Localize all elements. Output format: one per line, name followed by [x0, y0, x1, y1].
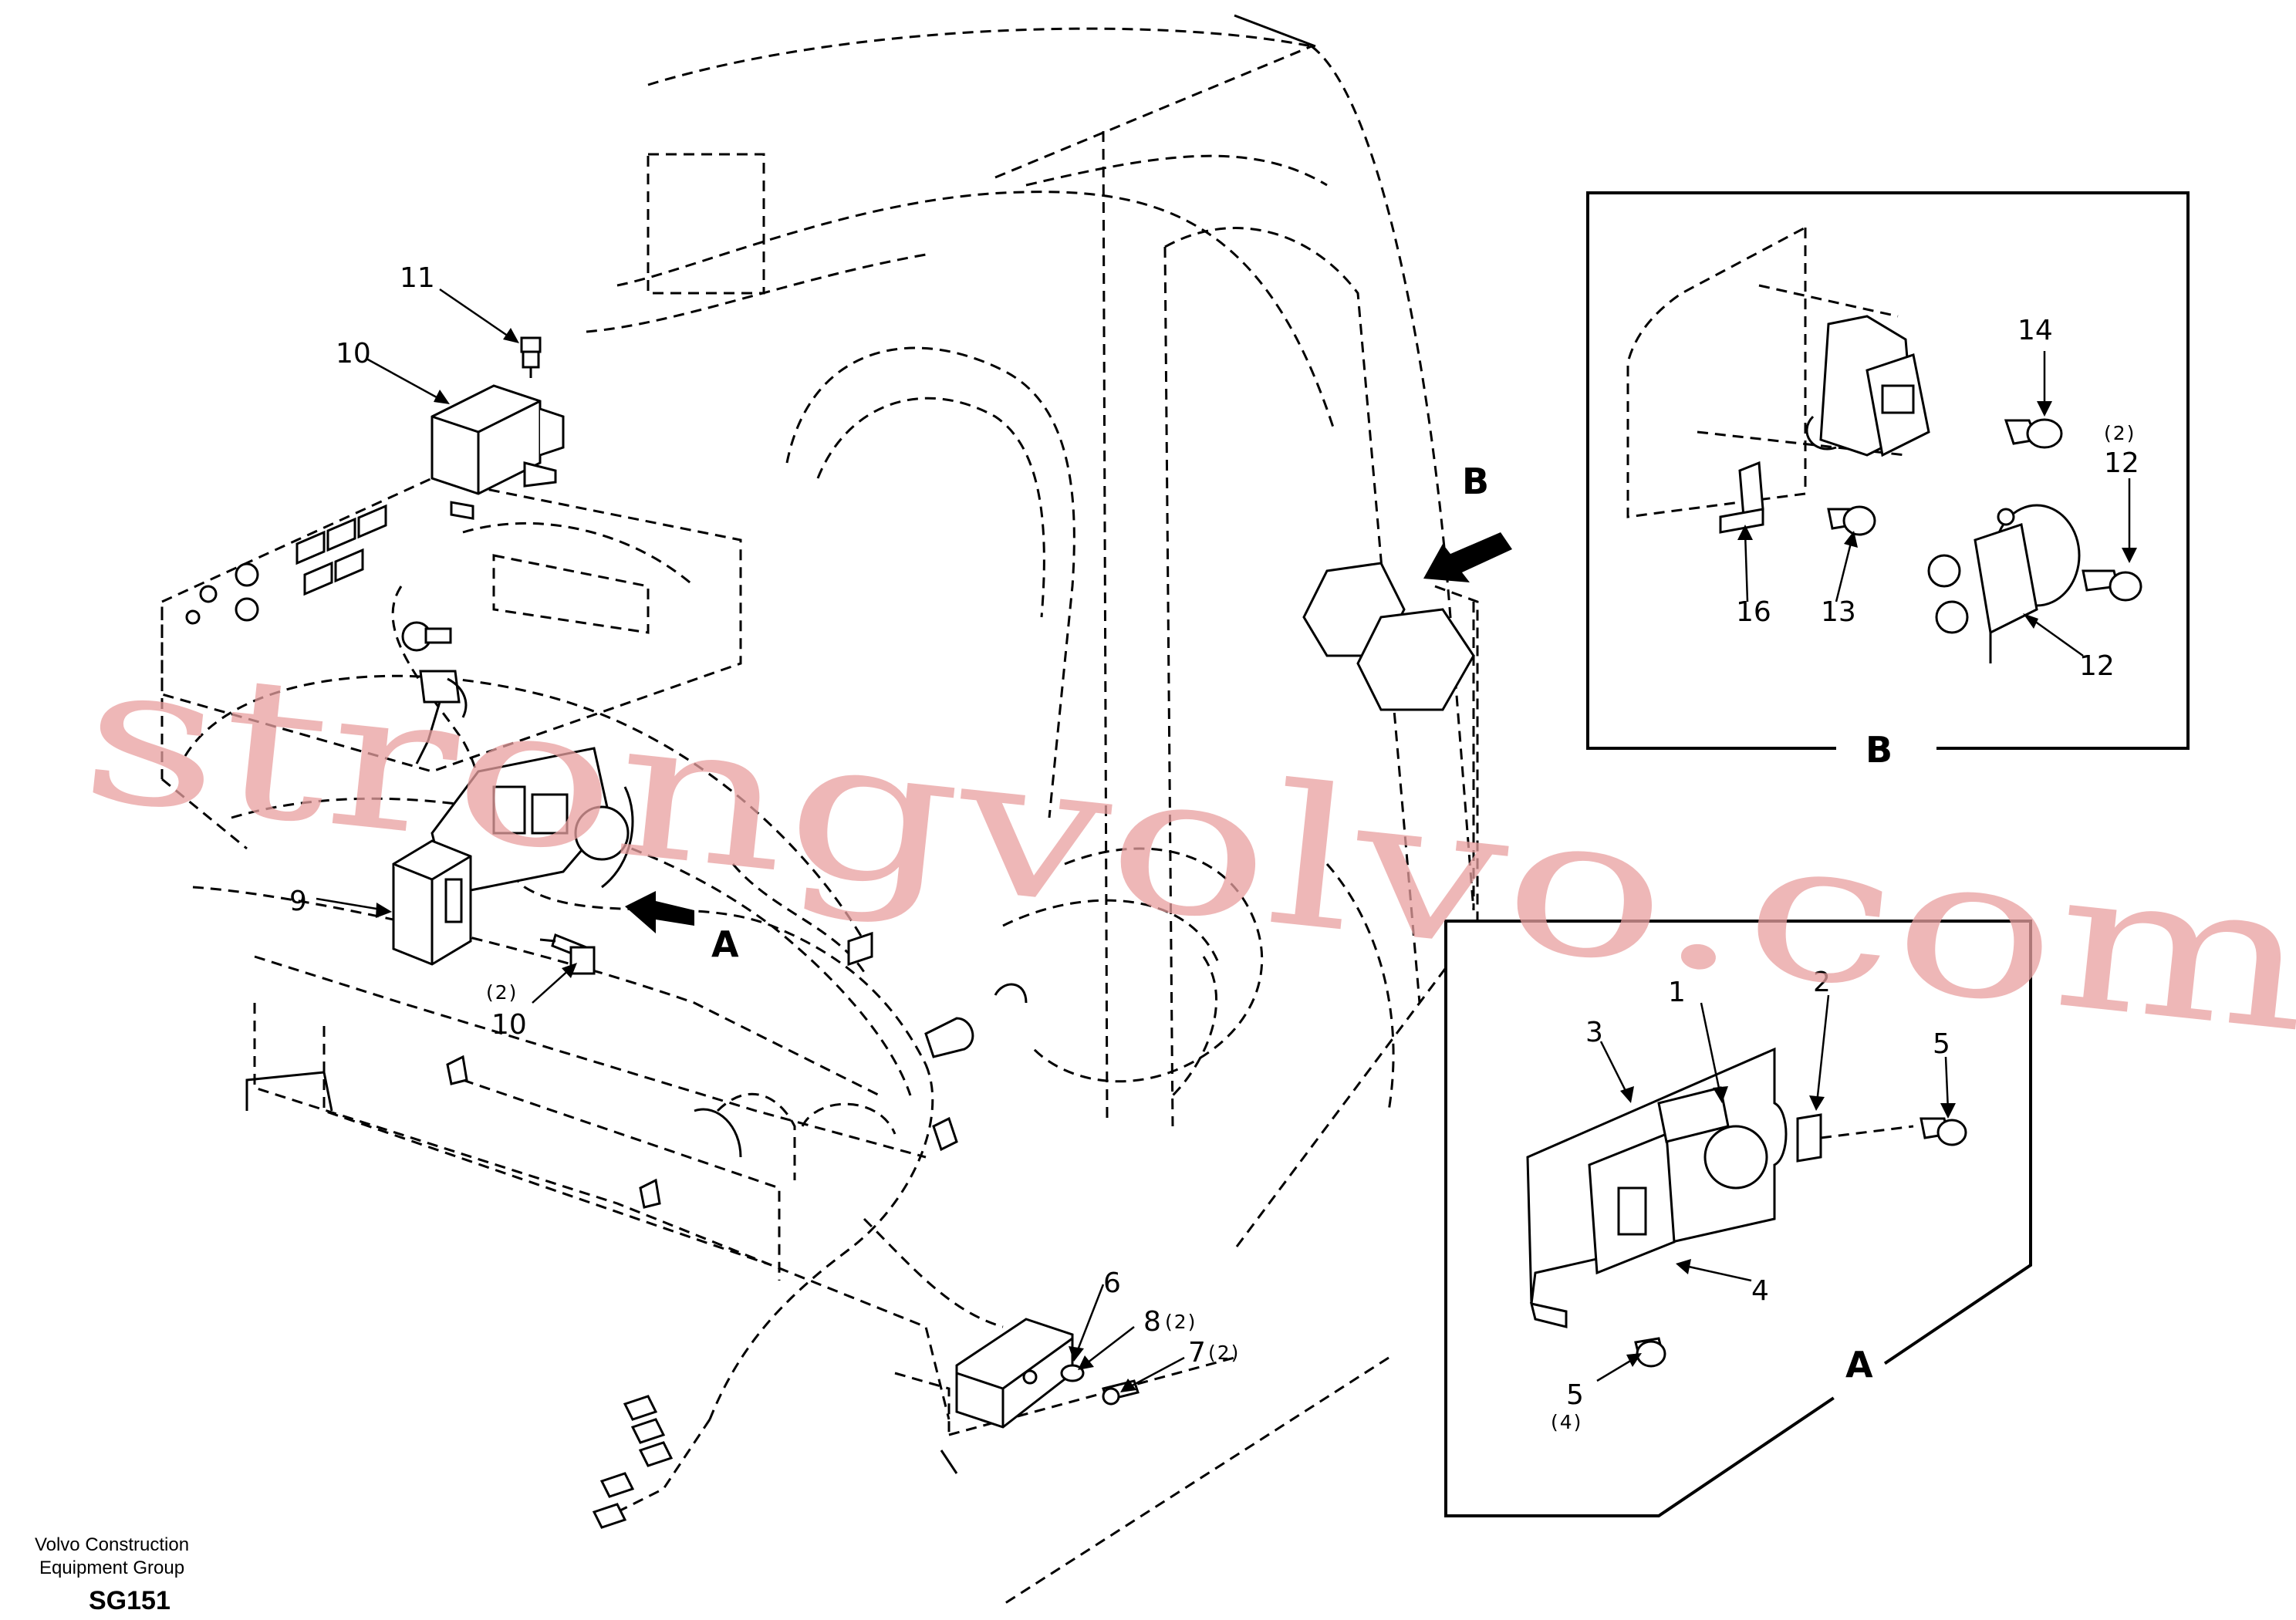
connectors: [592, 1395, 674, 1529]
nut-8: [1060, 1364, 1085, 1382]
callout-7-qty: (2): [1208, 1342, 1240, 1364]
view-A-inset: [1444, 920, 2032, 1517]
callout-11-number: 10: [336, 338, 371, 370]
callout-10-number: 10: [491, 1009, 527, 1041]
callout-12b-number: 12: [2104, 447, 2139, 479]
callout-10-qty: (2): [486, 981, 518, 1004]
view-A-arrow-label: A: [711, 923, 739, 965]
ignition-switch: [401, 621, 468, 764]
view-B-arrow-label: B: [1462, 461, 1489, 502]
callout-16-number: 16: [1736, 596, 1771, 628]
callout-8-number: 8: [1143, 1306, 1161, 1338]
bolt-12-main: [520, 336, 542, 378]
footer: Volvo Construction Equipment Group SG151: [35, 1534, 189, 1615]
arrow-A: [625, 891, 694, 933]
callout-3-number: 3: [1585, 1017, 1603, 1048]
hex-markers: [1302, 562, 1475, 711]
control-board: [430, 747, 634, 896]
callout-8-qty: (2): [1165, 1311, 1197, 1333]
company-line-1: Volvo Construction: [35, 1534, 189, 1555]
callout-13-number: 12: [2079, 650, 2115, 682]
company-line-2: Equipment Group: [39, 1558, 184, 1578]
view-B-inset: [1586, 191, 2190, 764]
callout-2-number: 2: [1813, 967, 1831, 998]
callout-9-number: 9: [289, 886, 307, 917]
switch-panel: [185, 504, 387, 625]
view-A-title: A: [1845, 1344, 1873, 1385]
view-B-title: B: [1866, 729, 1893, 771]
callout-5b-qty: (4): [1551, 1411, 1582, 1433]
relay-11: [430, 384, 565, 520]
bolt-10: [539, 933, 596, 975]
callout-1-number: 1: [1668, 977, 1686, 1008]
drawing-code: SG151: [89, 1586, 171, 1615]
callout-5b-number: 5: [1566, 1379, 1584, 1411]
unit-9: [392, 839, 472, 966]
callout-4-number: 4: [1751, 1275, 1769, 1307]
callout-15-number: 14: [2017, 315, 2053, 346]
main-leaders: [316, 288, 1185, 1392]
cab-outline: [160, 14, 1479, 1606]
callout-labels: 11 10 9 (2) 10 A 6 8 (2) 7 (2) B 14 (2) …: [289, 262, 2139, 1433]
callout-7-number: 7: [1188, 1337, 1206, 1369]
clips: [446, 931, 1028, 1209]
callout-5a-number: 5: [1933, 1028, 1950, 1060]
unit-6: [955, 1318, 1074, 1429]
callout-14-number: 13: [1821, 596, 1856, 628]
arrow-B: [1423, 532, 1512, 582]
callout-12-number: 11: [400, 262, 435, 294]
callout-12b-qty: (2): [2104, 422, 2136, 444]
callout-6-number: 6: [1103, 1267, 1121, 1299]
